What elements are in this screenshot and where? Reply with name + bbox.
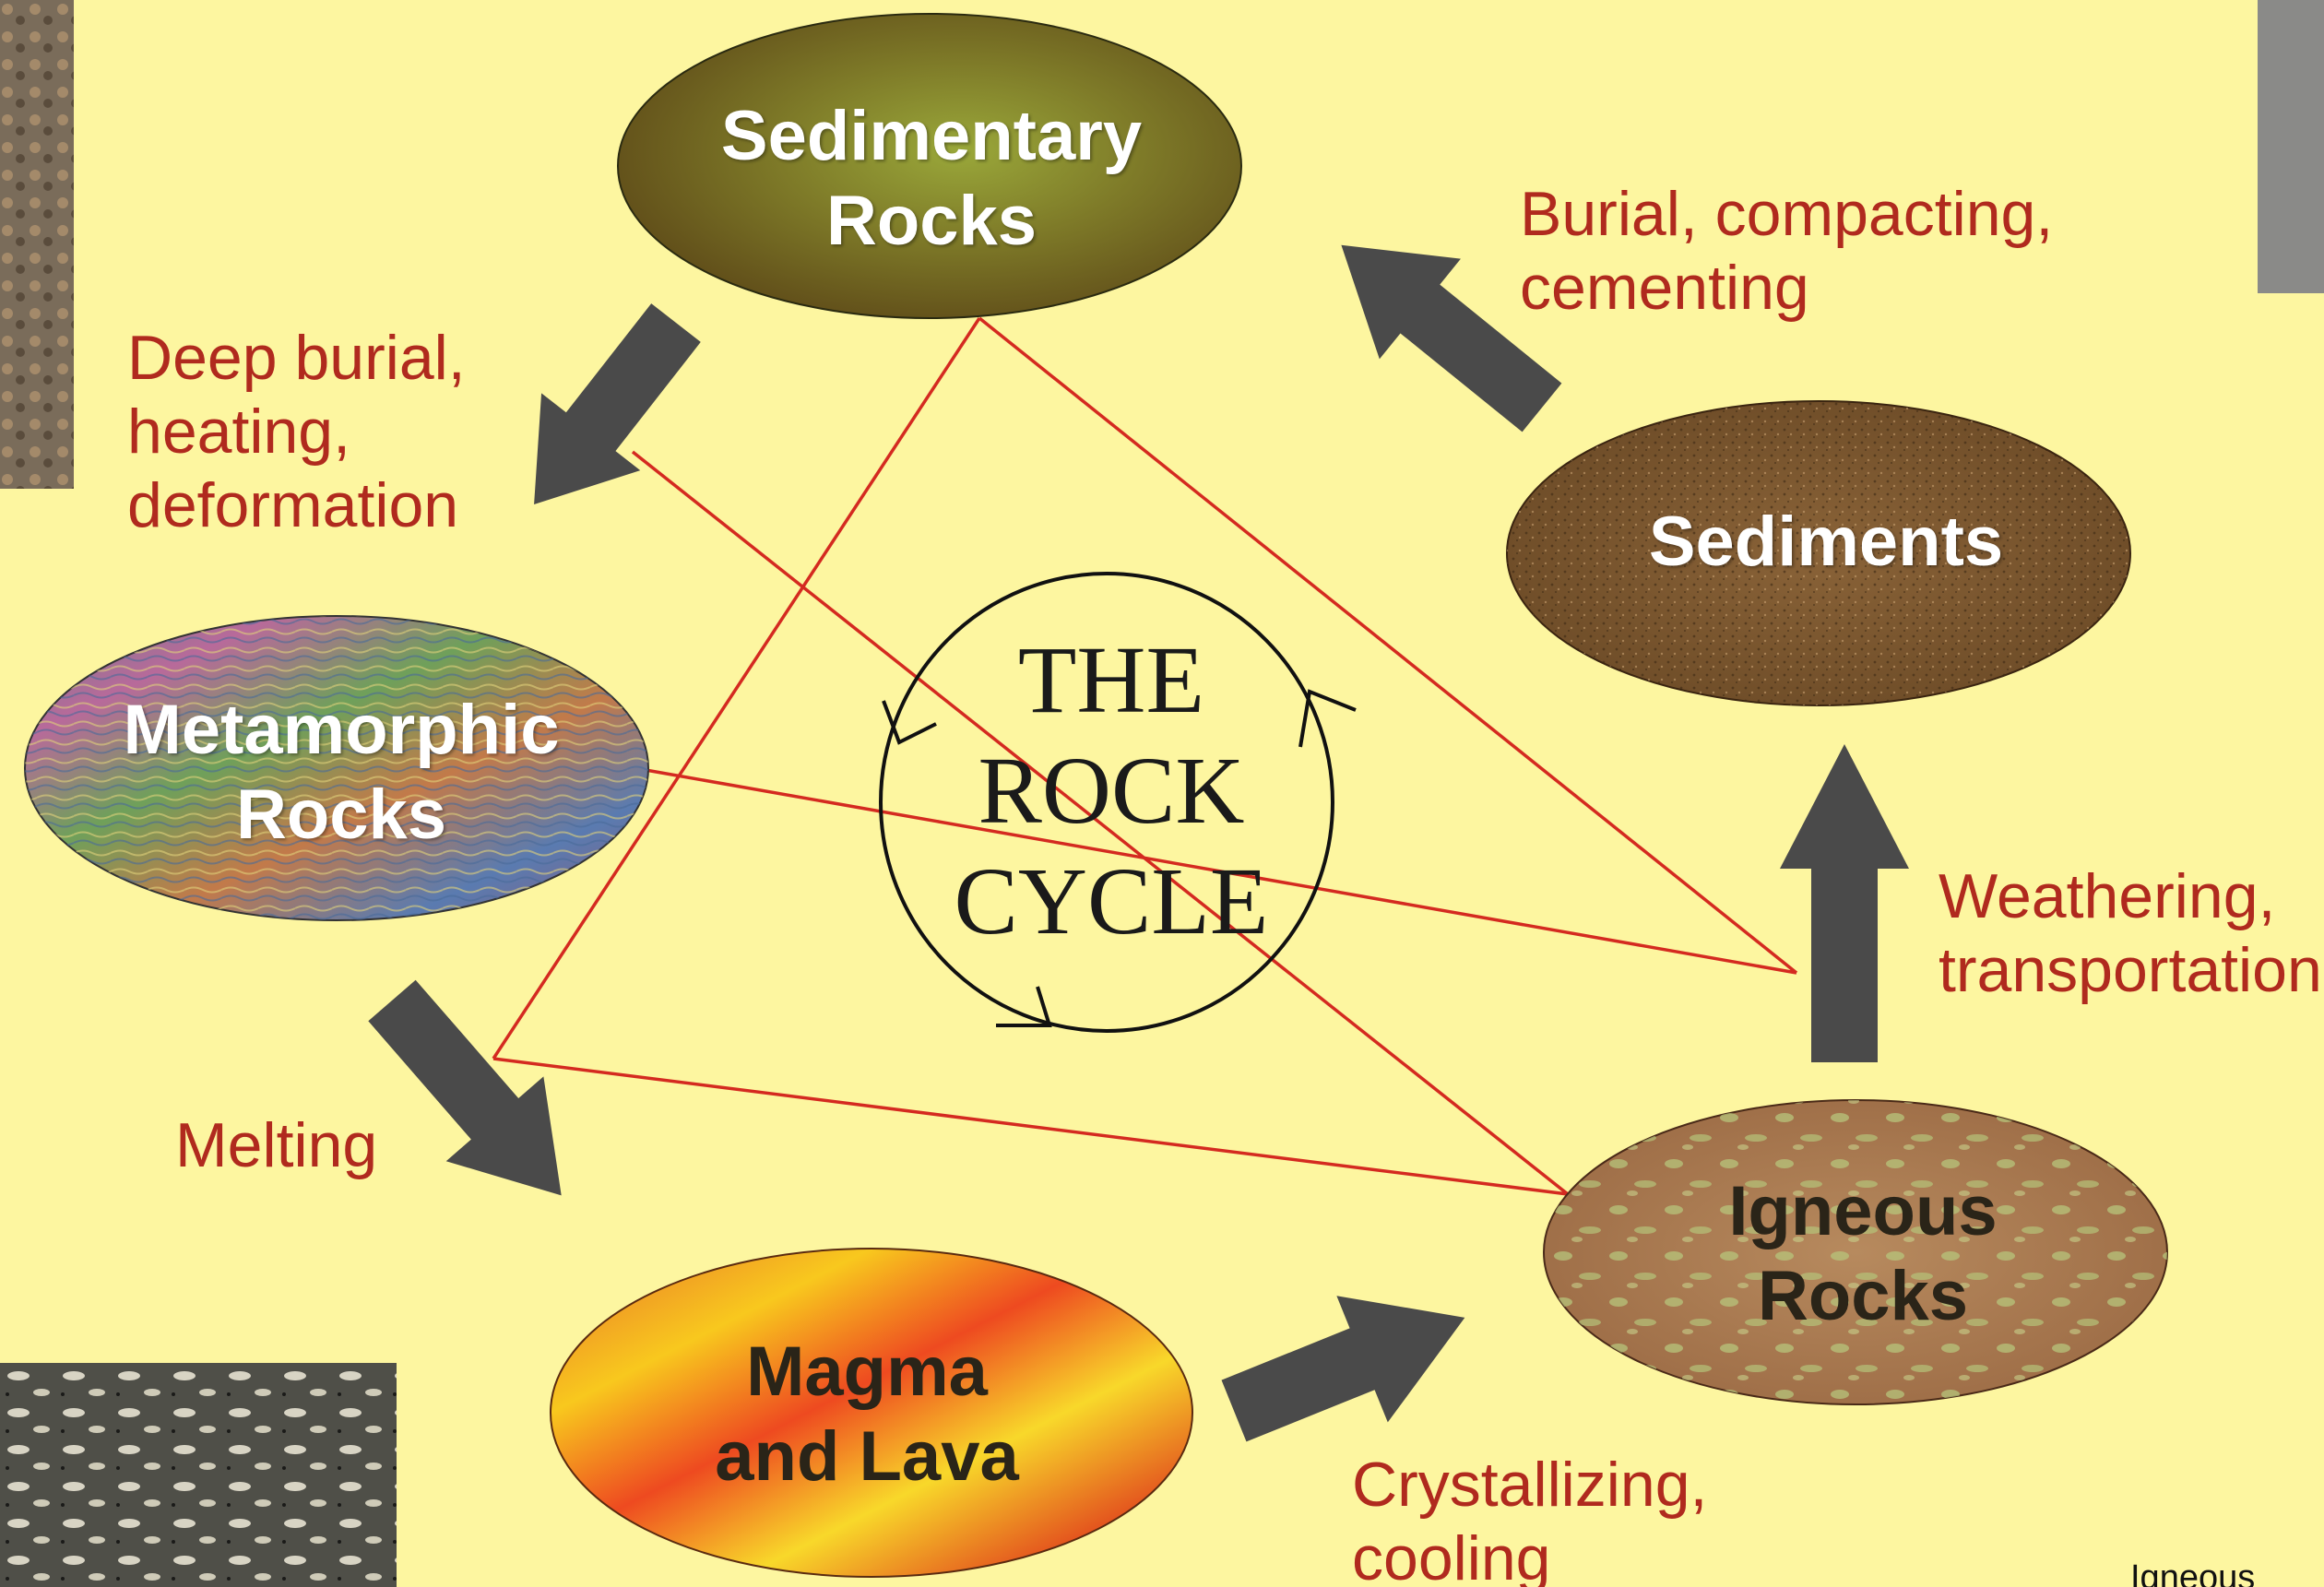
arrow-icon	[1780, 744, 1909, 1062]
process-label-line: transportation	[1939, 933, 2322, 1007]
node-label-line: Magma	[590, 1330, 1144, 1415]
process-label-line: Burial, compacting,	[1520, 177, 2053, 251]
corner-photo-top-left	[0, 0, 74, 489]
title-line: THE	[835, 625, 1388, 736]
corner-photo-bottom-left	[0, 1363, 397, 1587]
process-label-line: cementing	[1520, 251, 2053, 325]
node-label-line: Sediments	[1549, 500, 2103, 585]
process-label-line: cooling	[1352, 1522, 1707, 1587]
process-label-line: Deep burial,	[127, 321, 466, 395]
diagram-title: THE ROCK CYCLE	[835, 625, 1388, 957]
title-line: CYCLE	[835, 847, 1388, 957]
process-label-deep-burial: Deep burial, heating, deformation	[127, 321, 466, 542]
process-label-line: heating,	[127, 395, 466, 468]
corner-caption: Igneous	[2130, 1558, 2255, 1587]
process-label-weathering: Weathering, transportation	[1939, 859, 2322, 1007]
node-label-line: Metamorphic	[65, 688, 618, 773]
connector-line	[493, 1059, 1568, 1194]
node-label-line: Rocks	[1586, 1254, 2140, 1339]
node-igneous-rocks: Igneous Rocks	[1586, 1169, 2140, 1339]
title-line: ROCK	[835, 736, 1388, 847]
node-label-line: Rocks	[646, 179, 1217, 264]
process-label-burial: Burial, compacting, cementing	[1520, 177, 2053, 325]
process-label-melting: Melting	[175, 1108, 377, 1182]
arrow-icon	[343, 958, 610, 1238]
process-label-crystallizing: Crystallizing, cooling	[1352, 1448, 1707, 1587]
process-label-line: Weathering,	[1939, 859, 2322, 933]
node-metamorphic-rocks: Metamorphic Rocks	[65, 688, 618, 858]
process-label-line: deformation	[127, 468, 466, 542]
process-label-line: Crystallizing,	[1352, 1448, 1707, 1522]
node-label-line: Sedimentary	[646, 94, 1217, 179]
node-label-line: Igneous	[1586, 1169, 2140, 1254]
node-label-line: and Lava	[590, 1415, 1144, 1499]
node-label-line: Rocks	[65, 773, 618, 858]
node-sediments: Sediments	[1549, 500, 2103, 585]
arrow-icon	[484, 284, 725, 543]
node-magma-and-lava: Magma and Lava	[590, 1330, 1144, 1499]
process-label-line: Melting	[175, 1108, 377, 1182]
arrow-icon	[1208, 1254, 1490, 1474]
node-sedimentary-rocks: Sedimentary Rocks	[646, 94, 1217, 264]
corner-photo-top-right	[2258, 0, 2324, 293]
